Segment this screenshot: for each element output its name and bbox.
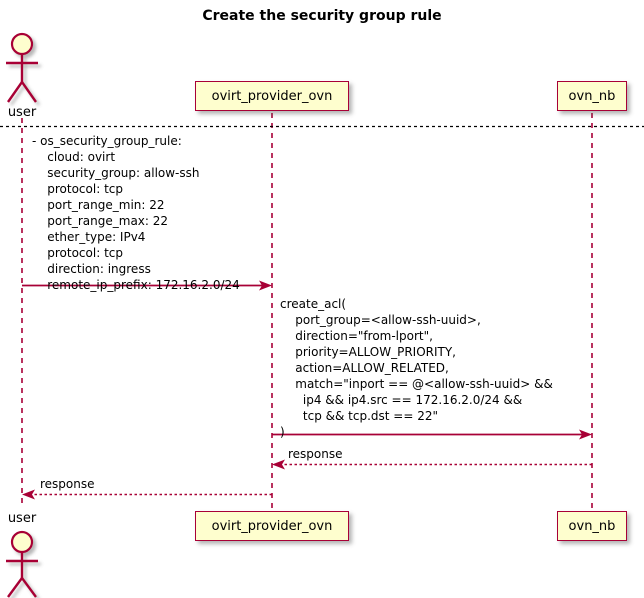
actor-user-top (6, 32, 38, 103)
participant-ovirt-provider-ovn-top[interactable]: ovirt_provider_ovn (195, 81, 349, 111)
message-request-security-group-rule: - os_security_group_rule: cloud: ovirt s… (32, 134, 240, 292)
page-title: Create the security group rule (202, 8, 442, 24)
participant-ovn-nb-bottom[interactable]: ovn_nb (557, 511, 627, 541)
message-create-acl: create_acl( port_group=<allow-ssh-uuid>,… (280, 297, 553, 439)
arrow-request-security-group-rule (22, 280, 272, 291)
message-label-response-from-ovn-nb: response (288, 447, 343, 461)
arrow-response-from-ovn-nb (272, 459, 592, 470)
message-label-response-to-user: response (40, 477, 95, 491)
participant-ovn-nb-top[interactable]: ovn_nb (557, 81, 627, 111)
actor-label-user-top: user (7, 105, 37, 120)
actor-label-user-bottom: user (7, 511, 37, 526)
arrow-response-to-user (22, 489, 272, 500)
actor-user-bottom (6, 530, 38, 598)
arrow-create-acl (272, 429, 592, 440)
participant-ovirt-provider-ovn-bottom[interactable]: ovirt_provider_ovn (195, 511, 349, 541)
